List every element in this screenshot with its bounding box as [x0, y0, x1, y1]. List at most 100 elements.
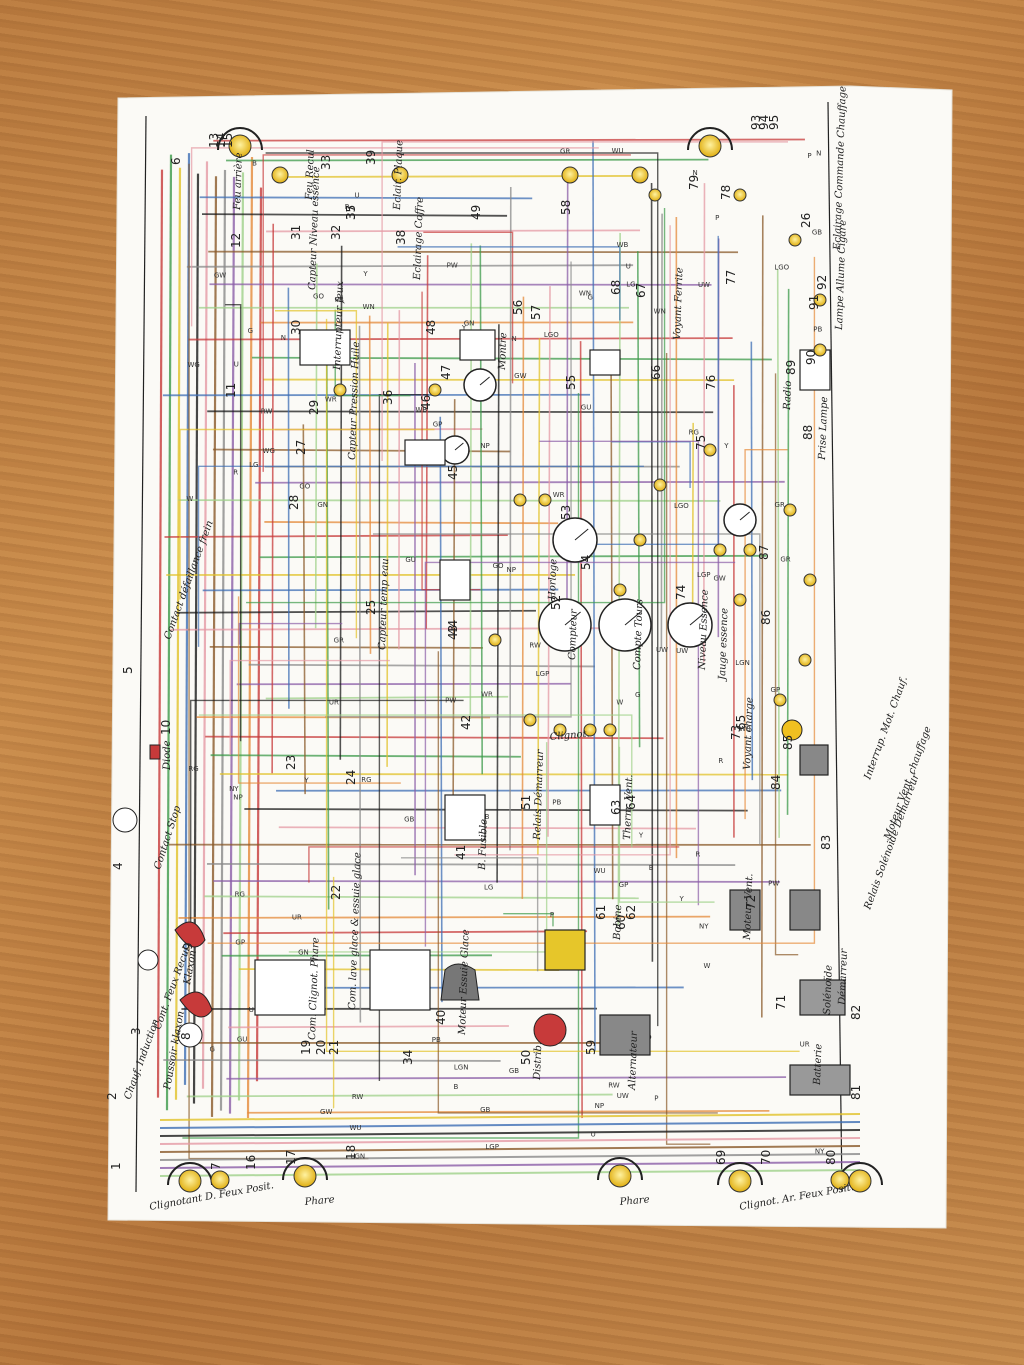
label-voyant-charge: Voyant charge [742, 697, 756, 770]
component-number: 29 [307, 400, 321, 415]
gauge-needle [624, 611, 641, 626]
wire [219, 169, 227, 1111]
relais-demarreur [589, 784, 621, 826]
wire-code: GW [713, 575, 725, 583]
wire-code: U [234, 361, 239, 369]
label-compteur: Compteur [567, 608, 580, 660]
component-number: 27 [294, 440, 308, 455]
moteur-essuie-glace [440, 963, 480, 1001]
component-number: 42 [459, 715, 473, 730]
front-lamp-right-bulb [728, 1169, 752, 1193]
wire [159, 1137, 861, 1145]
wire [201, 161, 209, 1089]
label-interrupteur-feux: Interrupteur feux [332, 281, 346, 371]
indicator-lamp [333, 383, 347, 397]
wire [537, 338, 541, 856]
wire-code: W [703, 962, 710, 970]
wire [159, 1113, 861, 1121]
wire-code: UR [292, 914, 302, 922]
wire-bundle: GGPGRGWGUGNGOGBPPWPBBNNPNYRRGRWUUWURWWRW… [156, 138, 861, 1177]
indicator-lamp [648, 188, 662, 202]
horn-bottom [179, 991, 213, 1018]
wire [199, 196, 533, 200]
label-b-fusible: B. Fusible [477, 819, 490, 871]
wire [208, 250, 739, 254]
indicator-lamp [653, 478, 667, 492]
component-number: 69 [714, 1150, 728, 1165]
wire [266, 229, 641, 233]
wire [156, 169, 164, 1098]
diode [149, 744, 161, 760]
phare-left [282, 1157, 328, 1181]
wire-code: N [511, 335, 516, 343]
wiring-diagram-sheet: GGPGRGWGUGNGOGBPPWPBBNNPNYRRGRWUUWURWWRW… [100, 80, 960, 1230]
wire-code: GW [514, 372, 526, 380]
wire [190, 147, 599, 327]
component-number: 32 [329, 225, 343, 240]
component-number: 63 [609, 800, 623, 815]
wire-code: GN [298, 948, 309, 956]
component-number: 35 [344, 205, 358, 220]
heater-switch [781, 719, 803, 741]
plate-lamp-2 [561, 166, 579, 184]
wire [397, 246, 621, 321]
wire-code: GR [334, 637, 344, 645]
wire-code: Y [461, 324, 467, 332]
wire [186, 264, 634, 268]
component-number: 95 [767, 115, 781, 130]
wire-code: NY [815, 1147, 825, 1155]
component-number: 19 [299, 1040, 313, 1055]
component-number: 72 [744, 895, 758, 910]
wire [423, 231, 514, 384]
component-number: 7 [209, 1162, 223, 1170]
wire-code: R [345, 203, 350, 211]
wire-code: UW [698, 281, 710, 289]
wire-code: LGP [536, 670, 550, 678]
wire [452, 399, 456, 828]
phare-right [597, 1157, 643, 1181]
component-number: 83 [819, 835, 833, 850]
wire-code: NP [480, 442, 489, 450]
wire [539, 440, 700, 906]
indicator-lamp [733, 593, 747, 607]
wire-code: GP [619, 881, 629, 889]
label-feu-arriere: Feu arrière [232, 152, 245, 211]
indicator-lamp [743, 543, 757, 557]
label-com-clignot-phare: Com. Clignot. Phare [307, 937, 322, 1040]
wire [278, 175, 632, 178]
indicator-lamp [428, 383, 442, 397]
wire-code: WB [617, 241, 629, 249]
wire-code: GW [320, 1108, 332, 1116]
wire [547, 286, 551, 837]
component-number: 51 [519, 795, 533, 810]
components-layer [112, 127, 883, 1193]
wire-code: GR [560, 148, 570, 156]
label-solenoide: Solénoïde [822, 965, 835, 1015]
component-number: 60 [614, 915, 628, 930]
component-number: 86 [759, 610, 773, 625]
label-batterie: Batterie [812, 1044, 824, 1087]
connector-block [439, 559, 471, 601]
wire [703, 183, 706, 663]
label-moteur-essuie-glace: Moteur Essuie Glace [457, 929, 472, 1036]
demarreur [799, 979, 846, 1016]
component-number: 87 [757, 545, 771, 560]
label-capteur-niveau-essence: Capteur Niveau essence [307, 166, 322, 290]
wire [159, 1129, 861, 1137]
gauge-needle [689, 613, 704, 626]
wire [308, 846, 680, 883]
component-number: 64 [624, 795, 638, 810]
indicator-lamp [803, 573, 817, 587]
wire [223, 930, 588, 935]
wire-code: GB [509, 1067, 519, 1075]
component-number: 6 [169, 157, 183, 165]
wire-code: NP [595, 1102, 604, 1110]
wire [744, 448, 788, 820]
indicator-lamp [613, 583, 627, 597]
indicator-lamp [553, 723, 567, 737]
label-lampe-allume-cigare: Lampe Allume Cigare [834, 220, 849, 332]
gauge-needle [739, 511, 750, 521]
wire [302, 424, 306, 795]
wire [750, 341, 754, 781]
wire [237, 596, 401, 784]
